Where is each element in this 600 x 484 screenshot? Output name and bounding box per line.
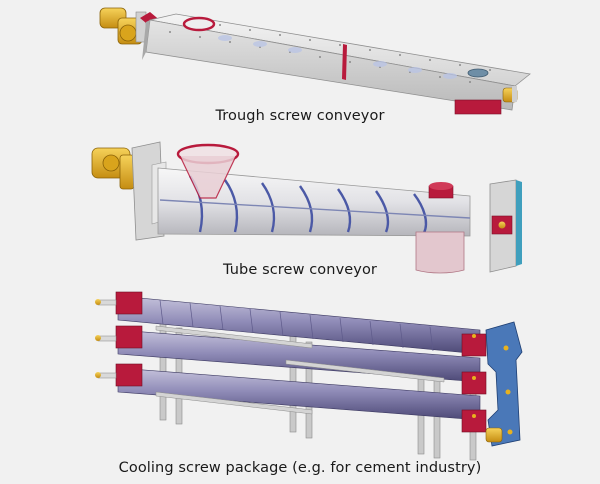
tube-motor-icon <box>91 147 135 190</box>
tube-screw-conveyor-illustration <box>91 141 522 274</box>
trough-caption: Trough screw conveyor <box>215 108 385 124</box>
trough-screw-conveyor-illustration <box>99 7 531 115</box>
cooling-caption: Cooling screw package (e.g. for cement i… <box>118 460 482 476</box>
cooling-screw-package-illustration <box>95 291 523 461</box>
tube-caption: Tube screw conveyor <box>223 262 377 278</box>
trough-motor-icon <box>99 7 147 45</box>
